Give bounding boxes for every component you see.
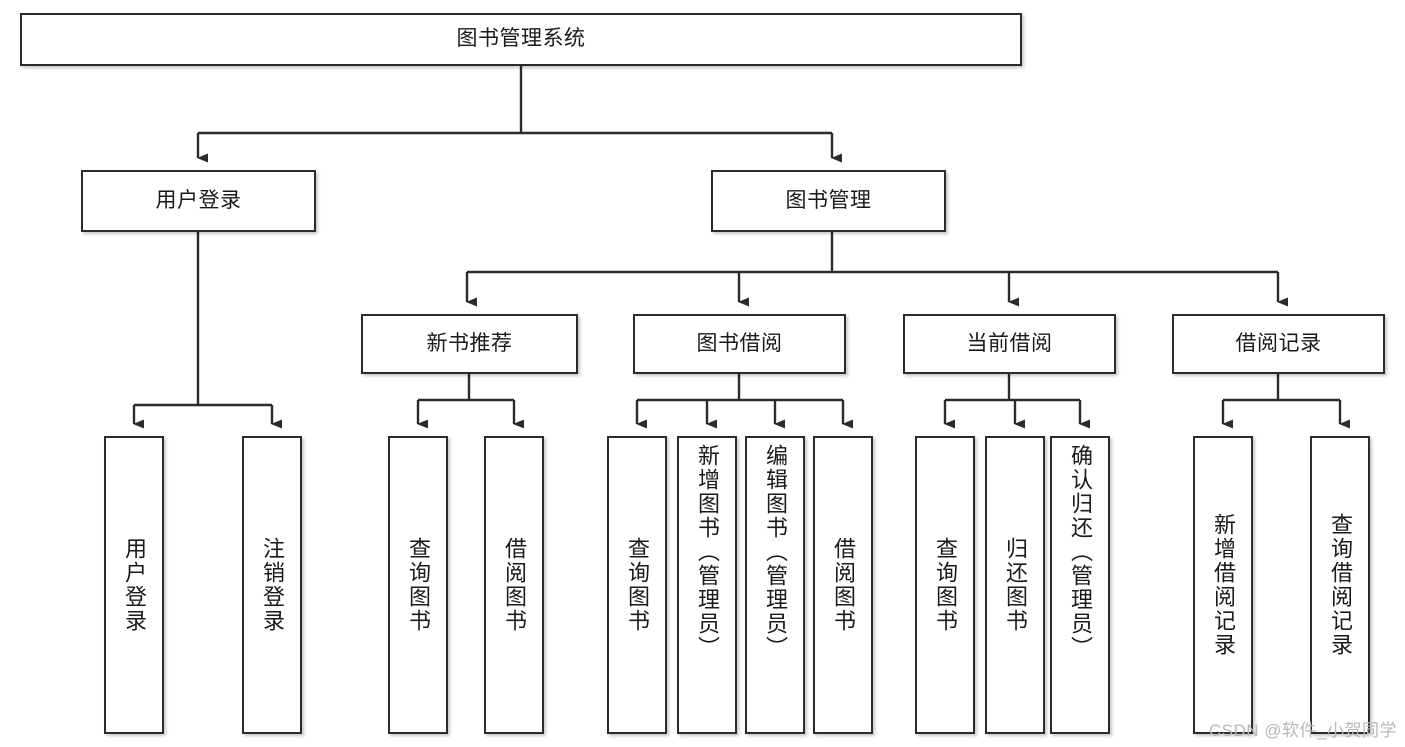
node-leaf-add-record-label: 新增借阅记录 — [1211, 513, 1236, 657]
node-new-book-rec-label: 新书推荐 — [426, 331, 513, 355]
node-leaf-return-book[interactable]: 归还图书 — [985, 436, 1045, 734]
node-leaf-edit-book-label: 编辑图书（管理员） — [763, 444, 788, 660]
node-current-borrow-label: 当前借阅 — [966, 331, 1053, 355]
node-leaf-borrow-book-1[interactable]: 借阅图书 — [484, 436, 544, 734]
node-leaf-borrow-book-2[interactable]: 借阅图书 — [813, 436, 873, 734]
node-leaf-query-book-1-label: 查询图书 — [406, 537, 431, 633]
node-leaf-query-book-1[interactable]: 查询图书 — [388, 436, 448, 734]
node-leaf-query-book-2-label: 查询图书 — [625, 537, 650, 633]
node-leaf-query-record[interactable]: 查询借阅记录 — [1310, 436, 1370, 734]
node-leaf-user-login[interactable]: 用户登录 — [104, 436, 164, 734]
node-leaf-return-book-label: 归还图书 — [1003, 537, 1028, 633]
node-book-manage-label: 图书管理 — [785, 188, 872, 212]
node-current-borrow[interactable]: 当前借阅 — [903, 314, 1116, 374]
node-book-manage[interactable]: 图书管理 — [711, 170, 946, 232]
node-root[interactable]: 图书管理系统 — [20, 13, 1022, 66]
node-borrow-record[interactable]: 借阅记录 — [1172, 314, 1385, 374]
node-leaf-borrow-book-1-label: 借阅图书 — [502, 537, 527, 633]
node-leaf-query-book-2[interactable]: 查询图书 — [607, 436, 667, 734]
node-root-label: 图书管理系统 — [456, 27, 586, 51]
node-borrow-record-label: 借阅记录 — [1235, 331, 1322, 355]
node-leaf-query-book-3[interactable]: 查询图书 — [915, 436, 975, 734]
node-leaf-query-record-label: 查询借阅记录 — [1328, 513, 1353, 657]
node-leaf-edit-book[interactable]: 编辑图书（管理员） — [745, 436, 805, 734]
node-leaf-add-book[interactable]: 新增图书（管理员） — [677, 436, 737, 734]
node-leaf-query-book-3-label: 查询图书 — [933, 537, 958, 633]
node-leaf-add-record[interactable]: 新增借阅记录 — [1193, 436, 1253, 734]
node-user-login-label: 用户登录 — [155, 188, 242, 212]
node-leaf-logout[interactable]: 注销登录 — [242, 436, 302, 734]
node-book-borrow-label: 图书借阅 — [696, 331, 783, 355]
node-leaf-borrow-book-2-label: 借阅图书 — [831, 537, 856, 633]
node-book-borrow[interactable]: 图书借阅 — [633, 314, 846, 374]
node-leaf-confirm-return[interactable]: 确认归还（管理员） — [1050, 436, 1110, 734]
node-leaf-user-login-label: 用户登录 — [122, 537, 147, 633]
node-leaf-logout-label: 注销登录 — [260, 537, 285, 633]
node-user-login[interactable]: 用户登录 — [81, 170, 316, 232]
node-leaf-confirm-return-label: 确认归还（管理员） — [1068, 444, 1093, 660]
node-new-book-rec[interactable]: 新书推荐 — [361, 314, 578, 374]
node-leaf-add-book-label: 新增图书（管理员） — [695, 444, 720, 660]
